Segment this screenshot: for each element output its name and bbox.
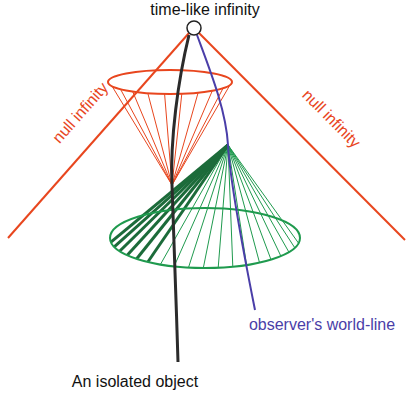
- cone-generator: [133, 92, 172, 185]
- cone-generator: [148, 93, 172, 185]
- cone-generator: [228, 145, 281, 256]
- cone-generator: [174, 145, 228, 266]
- cone-generator: [172, 88, 223, 185]
- observer-worldline: [197, 35, 255, 310]
- timelike-infinity-point: [187, 21, 201, 35]
- cone-generator: [228, 145, 289, 252]
- cone-generator: [172, 91, 212, 185]
- cone-generator: [172, 85, 230, 185]
- worldline-label: observer's world-line: [249, 316, 395, 334]
- object-worldline: [172, 35, 189, 362]
- null-infinity-line: [199, 33, 405, 240]
- past-light-cone: [111, 145, 299, 268]
- cone-generator: [121, 89, 173, 185]
- cone-generator: [112, 86, 172, 185]
- null-infinity-label: null infinity: [49, 79, 112, 147]
- null-infinity-line: [8, 33, 189, 238]
- infinity-label: time-like infinity: [150, 1, 259, 19]
- past-cone-rim: [110, 208, 300, 268]
- object-label: An isolated object: [72, 373, 198, 391]
- cone-generator: [228, 145, 295, 248]
